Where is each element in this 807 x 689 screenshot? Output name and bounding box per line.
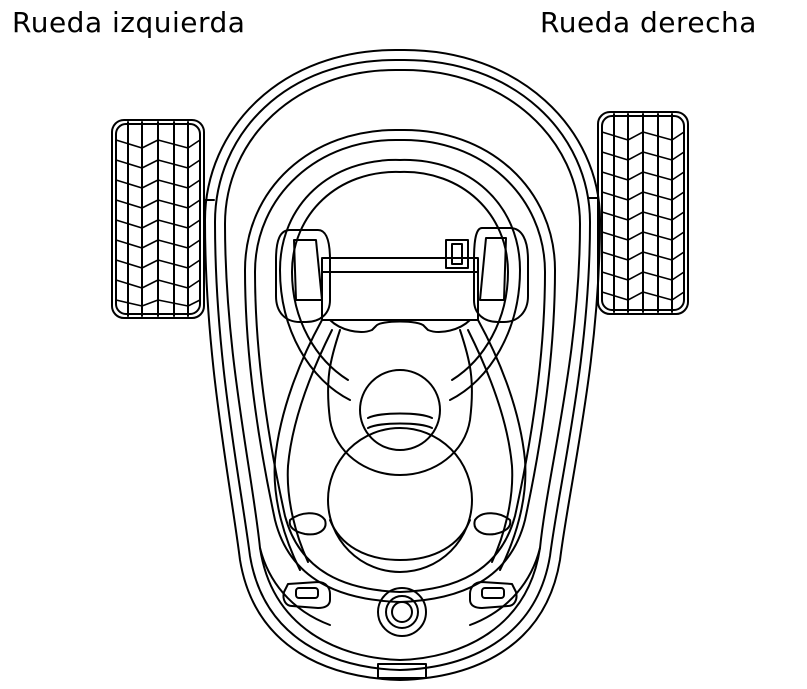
body-shell: [204, 48, 601, 681]
lower-recess: [327, 427, 473, 573]
bottom-features: [282, 581, 518, 609]
inner-recess: [244, 128, 556, 603]
spring-arms: [273, 319, 527, 571]
right-wheel: [587, 111, 689, 315]
drive-assembly: [275, 227, 529, 323]
caster-wheel: [377, 587, 427, 637]
center-bracket: [327, 319, 473, 476]
left-wheel-label: Rueda izquierda: [12, 6, 246, 39]
left-wheel: [111, 119, 215, 319]
right-wheel-label: Rueda derecha: [540, 6, 757, 39]
